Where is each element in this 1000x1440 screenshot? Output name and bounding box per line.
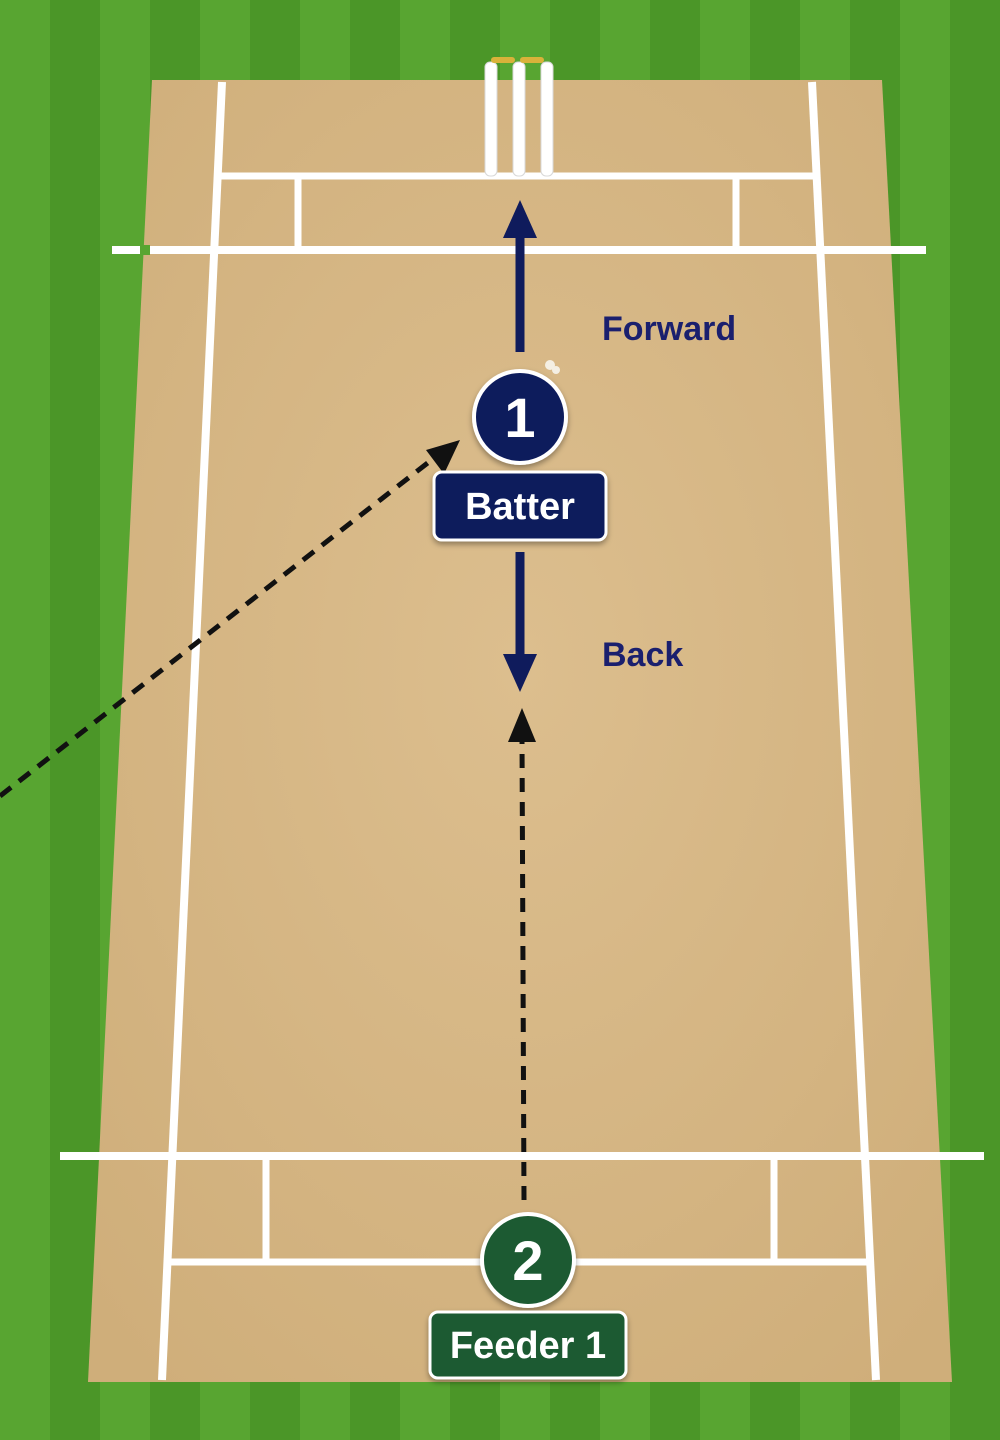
batter-marker[interactable] bbox=[432, 369, 608, 542]
feeder-marker[interactable] bbox=[428, 1212, 628, 1380]
feeder-label: Feeder 1 bbox=[450, 1325, 606, 1367]
forward-label: Forward bbox=[602, 310, 736, 348]
forward-arrow-icon bbox=[503, 200, 537, 352]
back-label: Back bbox=[602, 636, 683, 674]
back-arrow-icon bbox=[503, 552, 537, 692]
feed-path-straight bbox=[508, 708, 536, 1201]
feeder-number: 2 bbox=[512, 1229, 543, 1292]
batter-label: Batter bbox=[465, 486, 575, 528]
batter-number: 1 bbox=[504, 386, 535, 449]
ball-icon bbox=[545, 360, 560, 374]
return-crease-right bbox=[808, 81, 880, 1381]
feed-path-diagonal bbox=[0, 440, 460, 798]
stumps-icon bbox=[484, 57, 554, 177]
return-crease-left bbox=[158, 81, 226, 1381]
